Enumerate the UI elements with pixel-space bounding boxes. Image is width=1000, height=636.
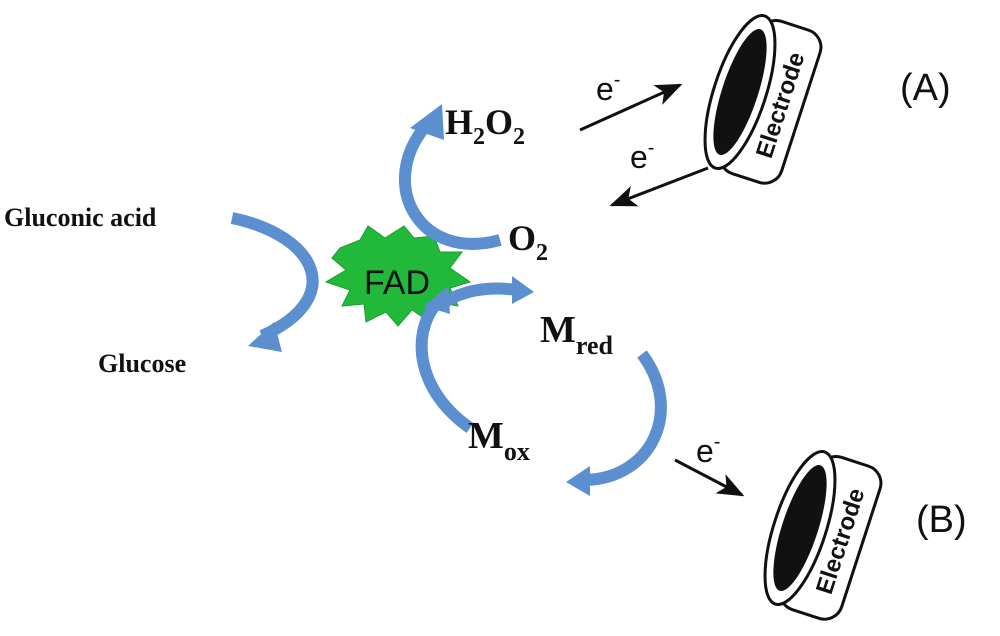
h2o2-label: H2O2 bbox=[445, 102, 525, 150]
mred-to-mox-arrow-head bbox=[566, 466, 590, 496]
svg-text:e-: e- bbox=[596, 69, 620, 107]
electron-arrow-from-electrode-a bbox=[609, 166, 709, 207]
electron-label-3: e- bbox=[696, 431, 720, 469]
h2o2-arrow-body bbox=[399, 124, 502, 250]
electron-arrow-to-electrode-b bbox=[674, 458, 745, 497]
electrode-b: Electrode bbox=[763, 449, 883, 621]
mox-return-arrow-body bbox=[415, 300, 474, 433]
svg-text:e-: e- bbox=[696, 431, 720, 469]
o2-label: O2 bbox=[508, 218, 548, 266]
svg-text:e-: e- bbox=[630, 137, 654, 175]
glucose-arrow-body bbox=[230, 212, 319, 342]
mred-to-mox-arrow-body bbox=[585, 350, 667, 486]
gluconic-acid-label: Gluconic acid bbox=[4, 203, 157, 232]
m-red-label: Mred bbox=[540, 309, 613, 360]
glucose-label: Glucose bbox=[98, 349, 186, 378]
electron-label-2: e- bbox=[630, 137, 654, 175]
electron-arrow-to-electrode-a bbox=[579, 83, 683, 132]
electrode-a: Electrode bbox=[703, 13, 823, 185]
h2o2-arrow-head bbox=[410, 104, 444, 140]
mox-return-arrow-head bbox=[424, 286, 450, 314]
mred-arrow-body bbox=[438, 282, 517, 310]
electron-label-1: e- bbox=[596, 69, 620, 107]
panel-a-label: (A) bbox=[900, 67, 951, 109]
m-ox-label: Mox bbox=[468, 415, 530, 466]
panel-b-label: (B) bbox=[916, 499, 967, 541]
glucose-arrow-head bbox=[248, 322, 282, 352]
fad-label: FAD bbox=[364, 264, 430, 302]
mred-arrow-head bbox=[512, 276, 534, 304]
